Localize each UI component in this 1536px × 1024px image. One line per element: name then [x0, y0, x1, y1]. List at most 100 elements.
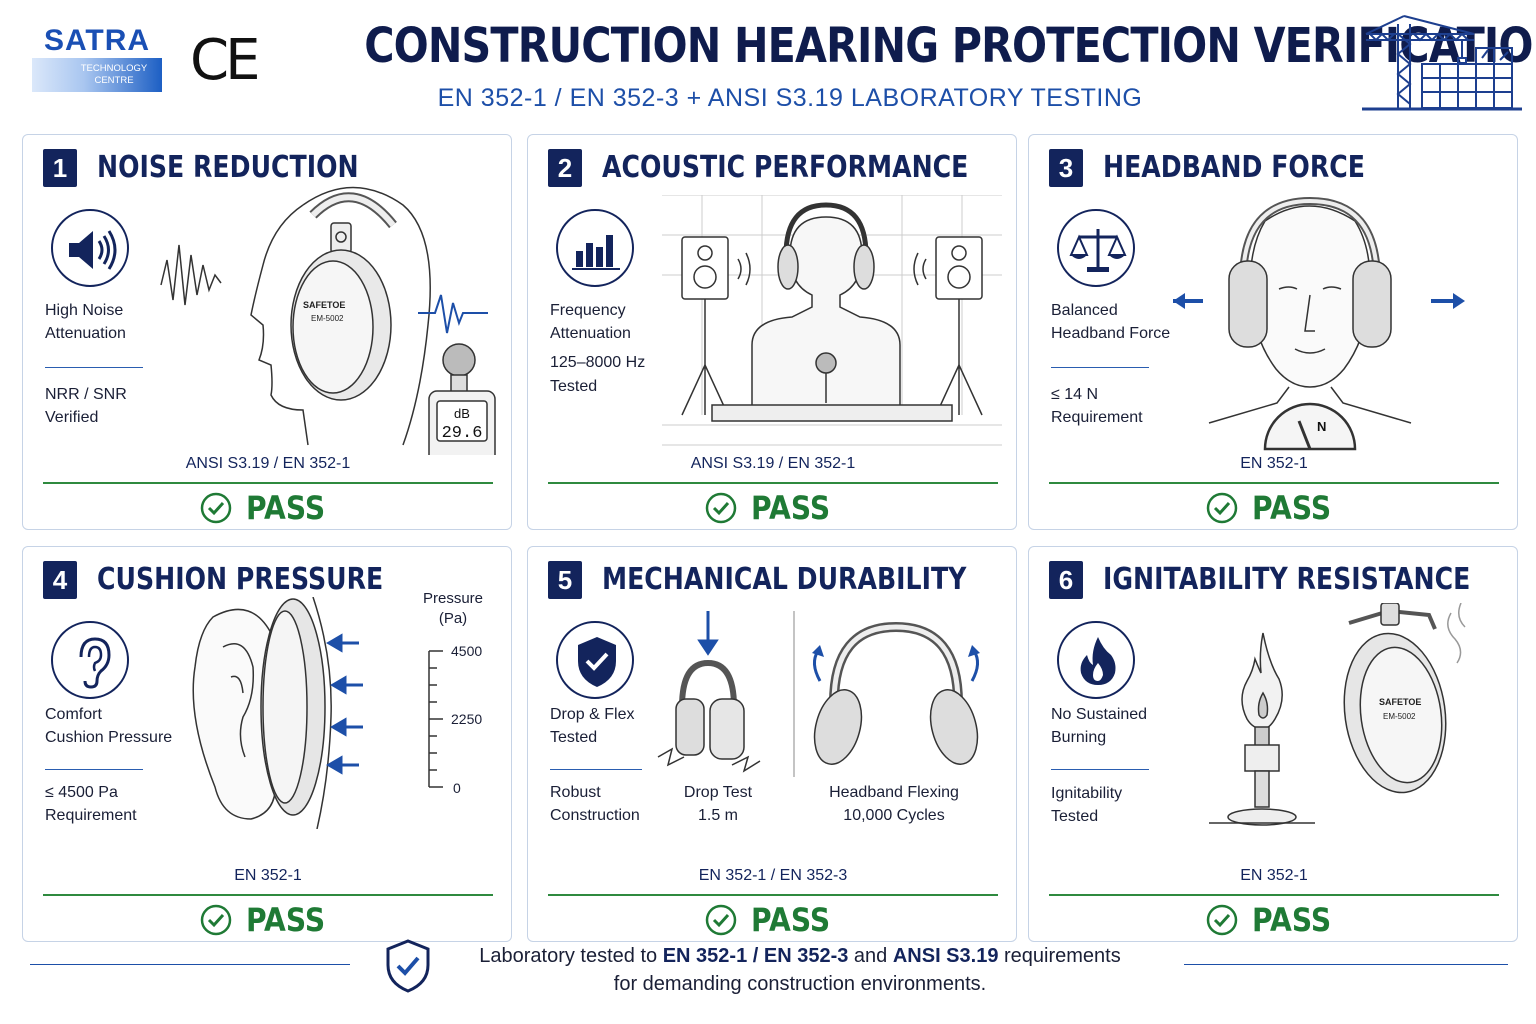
pass-divider [1049, 894, 1499, 896]
model-label: EM-5002 [1383, 712, 1416, 721]
crane-building-icon [1362, 15, 1522, 111]
pressure-scale-label-line2: (Pa) [438, 610, 468, 627]
gauge-unit: N [1317, 419, 1326, 434]
footer-line1: Laboratory tested to EN 352-1 / EN 352-3… [440, 942, 1160, 970]
divider [45, 769, 143, 770]
satra-logo-word: SATRA [43, 24, 151, 57]
check-circle-icon [200, 904, 232, 936]
pass-result: PASS [528, 901, 1018, 941]
feature-line4: Tested [550, 378, 598, 395]
satra-logo-line2: CENTRE [94, 75, 134, 86]
satra-logo-box: TECHNOLOGY CENTRE [32, 58, 162, 92]
ignitability-illustration: SAFETOE EM-5002 [1209, 603, 1466, 826]
standard-label: EN 352-1 / EN 352-3 [698, 867, 848, 884]
card-title: CUSHION PRESSURE [97, 562, 384, 597]
feature-line1: Balanced [1051, 302, 1118, 319]
feature-line2: Tested [550, 729, 598, 746]
feature-line3: Ignitability [1051, 785, 1123, 802]
feature-line1: Drop & Flex [550, 706, 635, 723]
pass-result: PASS [1029, 489, 1519, 529]
card-title: IGNITABILITY RESISTANCE [1103, 562, 1471, 597]
divider [45, 367, 143, 368]
meter-reading: 29.6 [442, 424, 483, 443]
footer-rule-right [1184, 964, 1508, 965]
flex-test-label-line1: Headband Flexing [829, 784, 959, 801]
pass-label: PASS [246, 489, 326, 527]
standard-label: EN 352-1 [1240, 867, 1308, 884]
pressure-scale-label-line1: Pressure [422, 590, 484, 607]
flex-test-label: Headband Flexing 10,000 Cycles [814, 781, 974, 827]
feature-line4: Verified [45, 409, 99, 426]
footer-rule-left [30, 964, 350, 965]
pass-divider [43, 482, 493, 484]
feature-line2: Headband Force [1051, 325, 1171, 342]
acoustic-lab-illustration [662, 195, 1002, 446]
cushion-pressure-illustration [192, 597, 363, 829]
footer-text-part1: Laboratory tested to [479, 945, 663, 967]
footer-text-part3: requirements [998, 945, 1121, 967]
check-circle-icon [200, 492, 232, 524]
card-number: 5 [548, 561, 582, 599]
ear-icon [51, 621, 129, 699]
standard-label: EN 352-1 [1240, 455, 1308, 472]
card-mechanical-durability: 5 MECHANICAL DURABILITY Drop & Flex Test… [527, 546, 1017, 942]
footer-statement: Laboratory tested to EN 352-1 / EN 352-3… [440, 942, 1160, 998]
drop-test-label-line1: Drop Test [683, 784, 753, 801]
footer-text-part2: and [848, 945, 893, 967]
pass-label: PASS [1252, 901, 1332, 939]
feature-line3: 125–8000 Hz [550, 354, 646, 371]
standard-label: ANSI S3.19 / EN 352-1 [185, 455, 351, 472]
feature-line2: Burning [1051, 729, 1107, 746]
feature-line4: Tested [1051, 808, 1099, 825]
standard-label: EN 352-1 [234, 867, 302, 884]
card-number: 1 [43, 149, 77, 187]
card-title: MECHANICAL DURABILITY [602, 562, 967, 597]
check-circle-icon [705, 492, 737, 524]
pass-result: PASS [23, 901, 513, 941]
card-headband-force: 3 HEADBAND FORCE Balanced Headband Force… [1028, 134, 1518, 530]
divider [550, 769, 642, 770]
headband-force-illustration: N [1173, 196, 1465, 451]
durability-illustration [657, 611, 980, 777]
pass-label: PASS [751, 489, 831, 527]
feature-line3: NRR / SNR [45, 386, 127, 403]
card-title: HEADBAND FORCE [1103, 150, 1365, 185]
feature-line1: No Sustained [1051, 706, 1148, 723]
feature-line1: Frequency [550, 302, 626, 319]
card-number: 3 [1049, 149, 1083, 187]
balance-scale-icon [1057, 209, 1135, 287]
pass-result: PASS [528, 489, 1018, 529]
pressure-scale-label: Pressure (Pa) [413, 589, 493, 629]
pass-divider [548, 894, 998, 896]
divider [1051, 367, 1149, 368]
feature-line2: Attenuation [45, 325, 126, 342]
pass-result: PASS [23, 489, 513, 529]
header: SATRA TECHNOLOGY CENTRE CE CONSTRUCTION … [0, 0, 1536, 125]
brand-label: SAFETOE [303, 300, 345, 310]
drop-test-label-line2: 1.5 m [697, 807, 738, 824]
flame-icon [1057, 621, 1135, 699]
brand-label: SAFETOE [1379, 697, 1421, 707]
feature-line4: Requirement [1051, 409, 1143, 426]
pass-result: PASS [1029, 901, 1519, 941]
footer-bold2: ANSI S3.19 [892, 945, 999, 967]
card-number: 4 [43, 561, 77, 599]
pressure-tick-4500: 4500 [451, 643, 483, 659]
footer-bold1: EN 352-1 / EN 352-3 [662, 945, 849, 967]
card-title: NOISE REDUCTION [97, 150, 359, 185]
card-ignitability-resistance: 6 IGNITABILITY RESISTANCE No Sustained B… [1028, 546, 1518, 942]
satra-logo: SATRA TECHNOLOGY CENTRE [32, 24, 162, 92]
standard-label: ANSI S3.19 / EN 352-1 [690, 455, 856, 472]
card-cushion-pressure: 4 CUSHION PRESSURE Comfort Cushion Press… [22, 546, 512, 942]
model-label: EM-5002 [311, 314, 344, 323]
flex-test-label-line2: 10,000 Cycles [843, 807, 945, 824]
check-circle-icon [1206, 492, 1238, 524]
divider [1051, 769, 1149, 770]
bar-chart-icon [556, 209, 634, 287]
page-title: CONSTRUCTION HEARING PROTECTION VERIFICA… [364, 18, 1536, 74]
pressure-tick-0: 0 [453, 780, 461, 796]
feature-line1: Comfort [45, 706, 102, 723]
pressure-tick-2250: 2250 [451, 711, 483, 727]
feature-line3: Robust [550, 784, 601, 801]
card-number: 2 [548, 149, 582, 187]
